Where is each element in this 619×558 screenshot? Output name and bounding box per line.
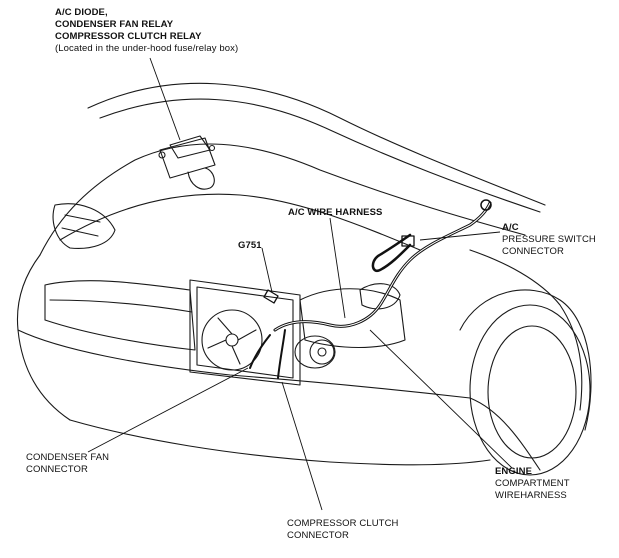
ground-terminal — [263, 289, 279, 304]
condenser-label-line-1: CONDENSER FAN — [26, 452, 110, 463]
fan-shroud — [201, 309, 263, 371]
leader-condenser-fan — [87, 367, 249, 453]
engine-compartment-wireharness-label: ENGINE COMPARTMENT WIREHARNESS — [495, 466, 570, 502]
pressure-switch-connector-label: A/C PRESSURE SWITCH CONNECTOR — [502, 222, 596, 258]
air-box — [359, 283, 401, 310]
rocker — [469, 397, 541, 471]
harness-to-fan — [249, 334, 271, 369]
ac-wire-harness-label: A/C WIRE HARNESS — [288, 207, 383, 218]
compressor-pulley — [309, 339, 335, 365]
right-fender — [469, 249, 583, 411]
bumper-lower — [69, 419, 491, 466]
relay-label-line-1: A/C DIODE, — [55, 7, 108, 18]
condenser-fan-connector-label: CONDENSER FAN CONNECTOR — [26, 452, 109, 476]
hood-crease — [59, 193, 421, 251]
ac-wire-harness-inner — [274, 202, 491, 331]
compressor-label-line-1: COMPRESSOR CLUTCH — [287, 518, 399, 529]
engine-block — [299, 288, 406, 348]
relay-box — [159, 137, 216, 179]
wheel-arch — [459, 289, 592, 431]
harness-clip — [401, 235, 415, 247]
leader-compressor — [281, 381, 323, 511]
harness-branch — [277, 329, 286, 379]
left-fender — [16, 254, 71, 421]
engine-label-line-3: WIREHARNESS — [495, 490, 567, 501]
compressor-body — [294, 335, 336, 369]
grille-opening — [44, 280, 196, 351]
grille-bar — [49, 299, 193, 313]
compressor-label-line-2: CONNECTOR — [287, 530, 349, 541]
left-headlamp — [52, 203, 116, 249]
ground-g751-label: G751 — [238, 240, 262, 251]
pressure-switch-loop — [371, 233, 412, 273]
pressure-label-line-3: CONNECTOR — [502, 246, 564, 257]
leader-pressure-switch — [419, 231, 501, 241]
ac-wire-harness-route — [273, 201, 492, 332]
leader-ac-harness — [329, 217, 346, 319]
relay-box-label: A/C DIODE, CONDENSER FAN RELAY COMPRESSO… — [55, 7, 238, 55]
leader-engine-harness — [369, 329, 513, 469]
pressure-label-line-2: PRESSURE SWITCH — [502, 234, 596, 245]
front-bumper — [17, 329, 471, 399]
relay-box-wire — [187, 167, 215, 190]
radiator-core — [196, 286, 294, 379]
relay-label-line-4: (Located in the under-hood fuse/relay bo… — [55, 43, 239, 54]
leader-relay — [149, 57, 181, 141]
wheel — [469, 304, 591, 476]
engine-label-line-2: COMPARTMENT — [495, 478, 570, 489]
headlamp-detail — [61, 214, 101, 237]
leader-g751 — [261, 247, 273, 293]
fan-blades — [207, 317, 257, 365]
relay-label-line-2: CONDENSER FAN RELAY — [55, 19, 174, 30]
cowl-line — [99, 98, 541, 213]
wheel-inner — [487, 325, 577, 459]
pressure-switch-connector-shape — [480, 199, 492, 211]
engine-label-line-1: ENGINE — [495, 466, 533, 477]
fan-hub — [225, 333, 239, 347]
condenser-label-line-2: CONNECTOR — [26, 464, 88, 475]
radiator-support — [189, 279, 301, 386]
compressor-clutch-connector-label: COMPRESSOR CLUTCH CONNECTOR — [287, 518, 399, 542]
windshield-outline — [87, 82, 546, 206]
hood-outline — [39, 143, 526, 256]
compressor-clutch-hub — [317, 347, 327, 357]
relay-label-line-3: COMPRESSOR CLUTCH RELAY — [55, 31, 202, 42]
pressure-label-line-1: A/C — [502, 222, 519, 233]
